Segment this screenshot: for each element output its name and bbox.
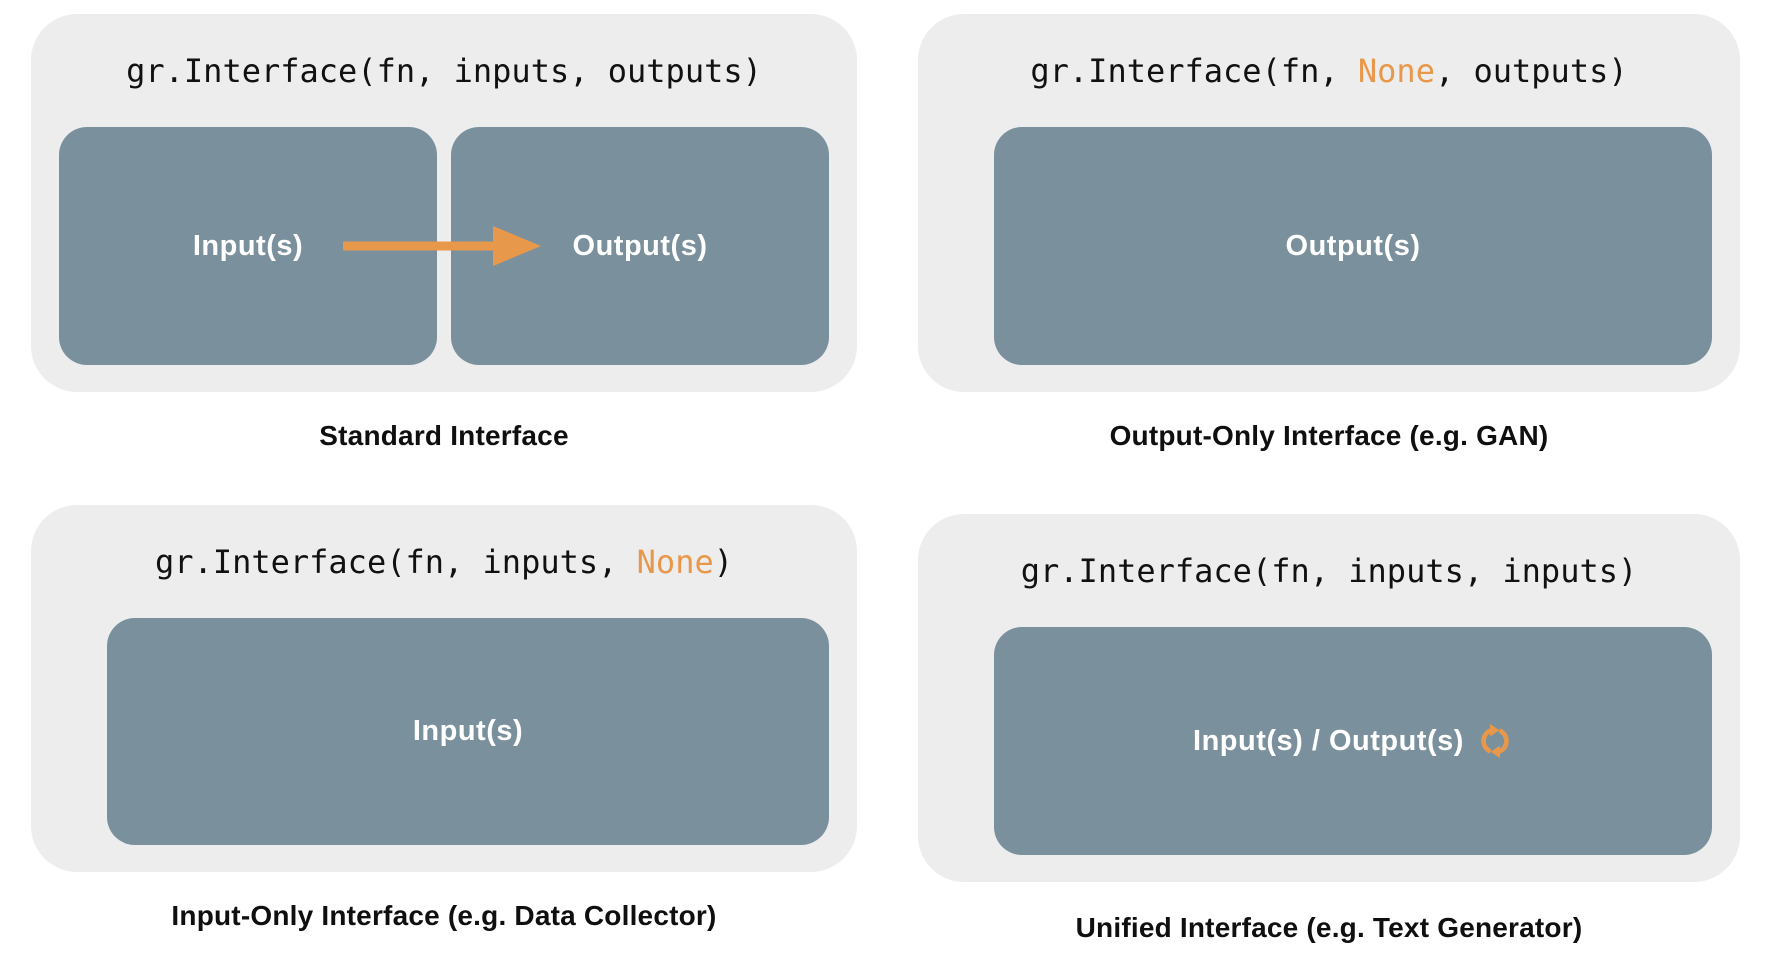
box-label: Input(s) [412,715,524,747]
caption-input-only-interface: Input-Only Interface (e.g. Data Collecto… [171,900,717,931]
code-snippet: gr.Interface(fn, inputs, None) [31,505,857,618]
box-row: Output(s) [994,127,1712,365]
code-text: gr.Interface(fn, inputs, [155,542,637,581]
code-text: gr.Interface(fn, inputs, outputs) [126,51,762,90]
inputs-outputs-box: Input(s) / Output(s) [994,627,1712,855]
caption-output-only-interface: Output-Only Interface (e.g. GAN) [1109,420,1549,451]
code-snippet: gr.Interface(fn, inputs, inputs) [918,514,1740,627]
outputs-box: Output(s) [994,127,1712,365]
panel-output-only-interface: gr.Interface(fn, None, outputs) Output(s… [918,14,1740,392]
cycle-arrows-icon [1481,724,1509,758]
code-none-keyword: None [1357,51,1435,90]
box-label-with-icon: Input(s) / Output(s) [1193,723,1513,759]
code-text: gr.Interface(fn, [1030,51,1358,90]
box-label: Output(s) [1285,229,1421,262]
caption-standard-interface: Standard Interface [319,420,569,451]
code-snippet: gr.Interface(fn, None, outputs) [918,14,1740,127]
inputs-box: Input(s) [107,618,829,845]
box-row: Input(s) / Output(s) [994,627,1712,855]
code-text: , outputs) [1434,51,1628,90]
code-text: gr.Interface(fn, inputs, inputs) [1020,551,1638,590]
code-snippet: gr.Interface(fn, inputs, outputs) [31,14,857,127]
caption-unified-interface: Unified Interface (e.g. Text Generator) [1075,912,1583,943]
box-label: Input(s) [192,229,304,262]
panel-standard-interface: gr.Interface(fn, inputs, outputs) Input(… [31,14,857,392]
panel-input-only-interface: gr.Interface(fn, inputs, None) Input(s) [31,505,857,872]
code-none-keyword: None [636,542,714,581]
box-label: Output(s) [572,229,708,262]
code-text: ) [713,542,733,581]
box-label: Input(s) / Output(s) [1193,724,1464,757]
panel-unified-interface: gr.Interface(fn, inputs, inputs) Input(s… [918,514,1740,882]
box-row: Input(s) [107,618,829,845]
right-arrow-icon [343,224,543,268]
